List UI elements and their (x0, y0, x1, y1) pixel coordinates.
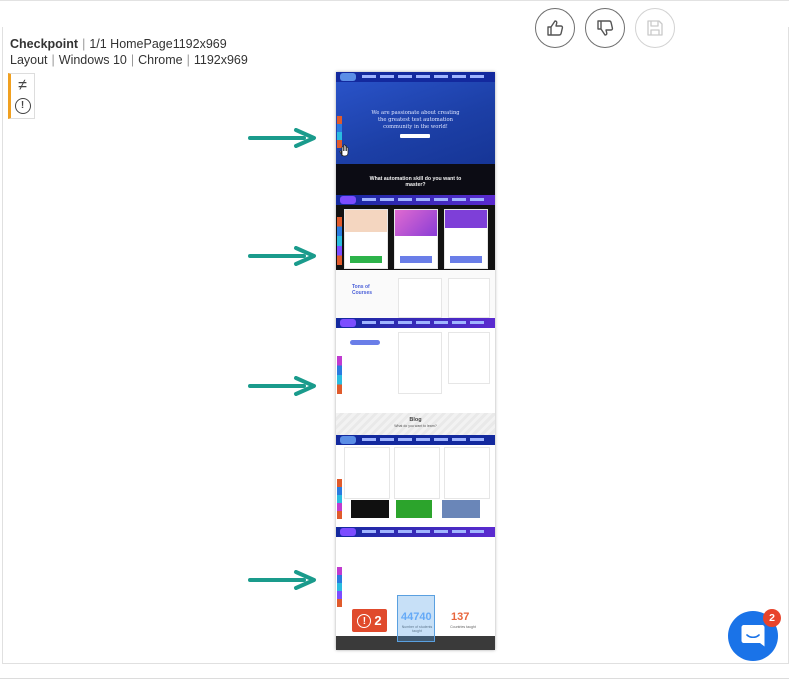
cta-pill-button[interactable] (350, 340, 380, 345)
skill-heading-line-1: What automation skill do you want to (369, 176, 462, 182)
nav-links (362, 530, 487, 533)
nav-links (362, 75, 487, 78)
site-footer (336, 636, 495, 650)
testimonials-section (336, 318, 495, 413)
issue-tag[interactable]: !2 (352, 609, 387, 632)
site-nav (336, 318, 495, 328)
hero-line-3: community in the world! (383, 124, 448, 130)
arrow-icon (248, 246, 316, 266)
site-logo (340, 436, 356, 444)
skill-section: What automation skill do you want to mas… (336, 164, 495, 195)
share-bar (337, 479, 342, 519)
issue-count: 2 (374, 613, 382, 628)
skill-heading-line-2: master? (405, 182, 426, 188)
tons-word-3: Courses (352, 290, 373, 296)
site-nav (336, 72, 495, 82)
blog-card[interactable] (394, 447, 440, 499)
hero-cta-button[interactable] (400, 134, 430, 138)
feature-card (398, 332, 442, 394)
save-button[interactable] (635, 8, 675, 48)
blog-thumbnail (442, 500, 480, 518)
nav-links (362, 438, 487, 441)
course-image (345, 210, 387, 232)
skill-heading: What automation skill do you want to mas… (336, 176, 495, 188)
save-icon (647, 20, 663, 36)
layout-label: Layout (10, 53, 48, 67)
nav-links (362, 198, 487, 201)
share-bar (337, 217, 342, 265)
status-toolbar: ≠ ! (8, 73, 35, 119)
bottom-divider (0, 678, 789, 679)
chat-notification-badge: 2 (763, 609, 781, 627)
blog-posts-section (336, 435, 495, 527)
hero-heading: We are passionate about creating the gre… (346, 110, 485, 131)
site-logo (340, 73, 356, 81)
blog-card[interactable] (444, 447, 490, 499)
top-divider (0, 0, 789, 1)
course-card[interactable] (444, 209, 488, 269)
diff-icon[interactable]: ≠ (18, 77, 27, 94)
arrow-icon (248, 376, 316, 396)
blog-card[interactable] (344, 447, 390, 499)
viewport-label: 1192x969 (193, 53, 248, 67)
feature-card (448, 278, 490, 318)
thumbs-down-button[interactable] (585, 8, 625, 48)
site-nav (336, 195, 495, 205)
course-image (445, 210, 487, 228)
thumbs-up-icon (547, 20, 564, 36)
stat-countries-value: 137 (451, 611, 470, 623)
thumbs-down-icon (597, 20, 614, 36)
hand-cursor-icon (339, 144, 349, 157)
stats-section (336, 527, 495, 650)
highlighted-region[interactable] (397, 595, 435, 642)
course-button[interactable] (350, 256, 382, 263)
blog-title: Blog (409, 417, 422, 423)
course-button[interactable] (400, 256, 432, 263)
blog-section: Blog What do you want to learn? (336, 413, 495, 435)
alert-icon[interactable]: ! (14, 98, 31, 114)
nav-links (362, 321, 487, 324)
stat-students-value: 44740 (401, 611, 432, 623)
checkpoint-screenshot[interactable]: We are passionate about creating the gre… (336, 72, 495, 650)
blog-subtitle: What do you want to learn? (394, 424, 437, 428)
share-bar (337, 567, 342, 607)
arrow-icon (248, 128, 316, 148)
checkpoint-info: Checkpoint|1/1 HomePage1192x969 Layout|W… (10, 36, 248, 68)
hero-section: We are passionate about creating the gre… (336, 72, 495, 164)
course-image (395, 210, 437, 236)
blog-thumbnail (396, 500, 432, 518)
alert-icon: ! (357, 613, 372, 628)
share-bar (337, 116, 342, 148)
browser-label: Chrome (138, 53, 183, 67)
site-logo (340, 319, 356, 327)
checkpoint-value: 1/1 HomePage1192x969 (89, 37, 227, 51)
course-card[interactable] (344, 209, 388, 269)
hero-line-2: the greatest test automation (377, 117, 454, 123)
course-button[interactable] (450, 256, 482, 263)
hero-line-1: We are passionate about creating (371, 110, 460, 116)
tons-word-1: Tons (352, 284, 364, 290)
site-nav (336, 527, 495, 537)
course-card[interactable] (394, 209, 438, 269)
chat-icon (741, 625, 765, 647)
arrow-icon (248, 570, 316, 590)
site-logo (340, 528, 356, 536)
stat-students-label: Number of students taught (401, 625, 433, 633)
site-logo (340, 196, 356, 204)
site-nav (336, 435, 495, 445)
os-label: Windows 10 (58, 53, 127, 67)
thumbs-up-button[interactable] (535, 8, 575, 48)
feature-card (448, 332, 490, 384)
tons-word-2: of (364, 284, 370, 290)
feature-card (398, 278, 442, 318)
courses-section (336, 195, 495, 270)
checkpoint-label: Checkpoint (10, 37, 79, 51)
blog-thumbnail (351, 500, 389, 518)
share-bar (337, 356, 342, 394)
environment-line: Layout|Windows 10|Chrome|1192x969 (10, 53, 248, 67)
checkpoint-line: Checkpoint|1/1 HomePage1192x969 (10, 37, 227, 51)
stat-countries-label: Countries taught (450, 625, 476, 629)
